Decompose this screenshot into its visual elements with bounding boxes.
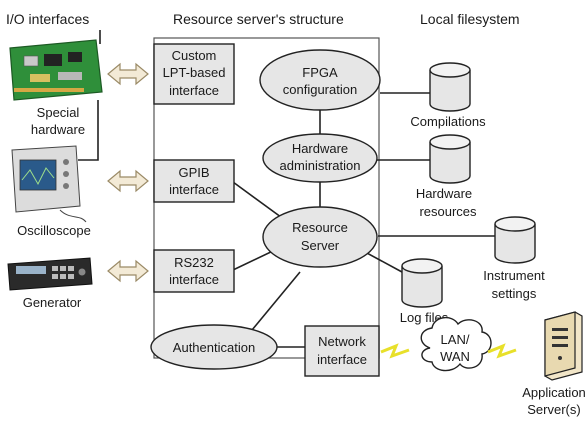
lpt-interface-box xyxy=(153,43,235,105)
hw-resources-label-1: Hardware xyxy=(416,186,472,201)
resource-server-ellipse xyxy=(262,206,378,268)
compilations-label: Compilations xyxy=(410,114,486,129)
oscilloscope-icon xyxy=(11,145,87,223)
oscilloscope-label: Oscilloscope xyxy=(17,223,91,238)
resource-server-label-2: Server xyxy=(301,238,340,253)
signal-generator-icon xyxy=(7,257,93,291)
authentication-label: Authentication xyxy=(173,340,255,355)
gpib-label-1: GPIB xyxy=(178,165,209,180)
log-files-cylinder-icon xyxy=(401,258,443,308)
app-server-label-2: Server(s) xyxy=(527,402,580,417)
generator-label: Generator xyxy=(23,295,82,310)
gpib-interface-box xyxy=(153,159,235,203)
hwadmin-label-1: Hardware xyxy=(292,141,348,156)
special-hw-label-2: hardware xyxy=(31,122,85,137)
network-label-2: interface xyxy=(317,352,367,367)
connection-lines xyxy=(78,30,495,348)
lanwan-label-1: LAN/ xyxy=(441,332,470,347)
lan-wan-cloud-icon xyxy=(420,317,492,372)
rs232-label-1: RS232 xyxy=(174,255,214,270)
double-arrow-icon xyxy=(107,169,149,193)
double-arrow-icon xyxy=(107,62,149,86)
compilations-cylinder-icon xyxy=(429,62,471,112)
fpga-configuration-ellipse xyxy=(259,49,381,111)
pcb-board-icon xyxy=(9,39,103,101)
rs232-label-2: interface xyxy=(169,272,219,287)
gpib-label-2: interface xyxy=(169,182,219,197)
hw-resources-label-2: resources xyxy=(419,204,477,219)
cable-hw-osc xyxy=(78,100,99,161)
line-rs-logfiles xyxy=(364,251,403,273)
resource-server-label-1: Resource xyxy=(292,220,348,235)
fpga-label-1: FPGA xyxy=(302,65,338,80)
authentication-ellipse xyxy=(150,324,278,370)
instrument-label-2: settings xyxy=(492,286,537,301)
instrument-settings-cylinder-icon xyxy=(494,216,536,264)
rs232-interface-box xyxy=(153,249,235,293)
lightning-bolt-icon xyxy=(487,343,517,359)
hardware-resources-cylinder-icon xyxy=(429,134,471,184)
special-hw-label-1: Special xyxy=(37,105,80,120)
lanwan-label-2: WAN xyxy=(440,349,470,364)
fpga-label-2: configuration xyxy=(283,82,357,97)
header-io-interfaces: I/O interfaces xyxy=(6,11,89,27)
lightning-bolt-icon xyxy=(380,343,410,359)
hardware-administration-ellipse xyxy=(262,133,378,183)
line-rs232-rs xyxy=(232,249,276,271)
header-local-filesystem: Local filesystem xyxy=(420,11,520,27)
lpt-label-2: LPT-based xyxy=(163,65,226,80)
application-server-icon xyxy=(544,311,583,381)
line-auth-rs xyxy=(251,271,301,331)
lpt-label-3: interface xyxy=(169,83,219,98)
network-label-1: Network xyxy=(318,334,366,349)
header-server-structure: Resource server's structure xyxy=(173,11,344,27)
app-server-label-1: Application xyxy=(522,385,586,400)
hwadmin-label-2: administration xyxy=(280,158,361,173)
network-interface-box xyxy=(304,325,380,377)
double-arrow-icon xyxy=(107,259,149,283)
instrument-label-1: Instrument xyxy=(483,268,545,283)
lpt-label-1: Custom xyxy=(172,48,217,63)
line-gpib-rs xyxy=(232,181,286,221)
